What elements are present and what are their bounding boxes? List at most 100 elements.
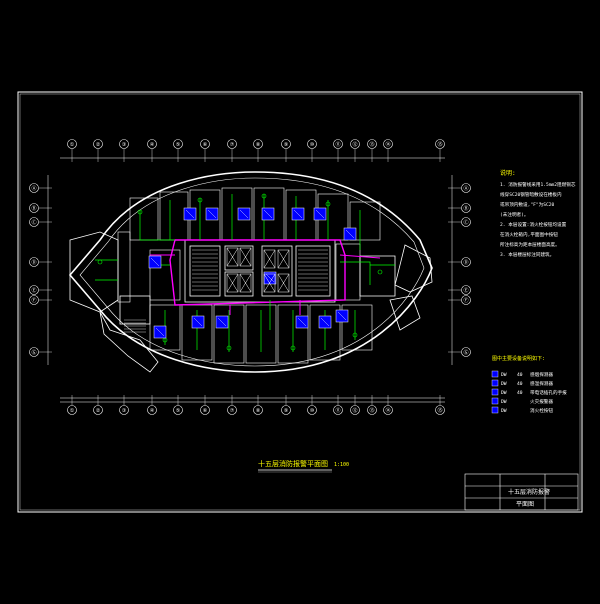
grid-axis-label: ⑮	[437, 141, 442, 148]
grid-axis-top: ⑭	[383, 139, 393, 149]
grid-axis-label: ⑤	[176, 142, 181, 148]
detector-wiring	[95, 193, 395, 352]
grid-axis-label: Ⓔ	[463, 287, 468, 294]
note-line: (未注明者)。	[500, 211, 529, 218]
grid-axis-label: ④	[150, 142, 155, 148]
notes-heading: 说明:	[500, 169, 516, 177]
grid-axis-left: Ⓓ	[29, 257, 39, 267]
grid-axis-left: Ⓐ	[29, 183, 39, 193]
grid-axis-bottom: ⑥	[200, 405, 210, 415]
legend-code: DW	[501, 381, 507, 387]
grid-axis-left: Ⓑ	[29, 203, 39, 213]
left-wing	[69, 231, 159, 373]
legend-item: DW 火灾报警器	[491, 397, 553, 405]
grid-axis-bottom: ⑨	[281, 405, 291, 415]
grid-axis-label: ②	[96, 142, 101, 148]
grid-axis-top: ⑦	[227, 139, 237, 149]
legend-desc: 感烟探测器	[530, 371, 553, 378]
grid-axis-label: ②	[96, 408, 101, 414]
grid-axis-label: Ⓖ	[31, 349, 36, 356]
grid-axis-label: ⑬	[369, 141, 374, 148]
note-line: 所注标高为距本层楼面高度。	[500, 241, 560, 248]
alarm-device-symbol	[335, 309, 349, 323]
legend-code: DW	[501, 390, 507, 396]
grid-axis-bottom: ⑬	[367, 405, 377, 415]
drawing-title: 十五层消防报警平面图	[258, 459, 328, 468]
grid-axis-label: Ⓑ	[463, 205, 468, 212]
grid-axis-top: ⑧	[253, 139, 263, 149]
grid-axis-label: Ⓒ	[463, 219, 468, 226]
alarm-device-symbol	[205, 207, 219, 221]
alarm-device-symbol	[295, 315, 309, 329]
building-outline-inner	[79, 177, 425, 367]
grid-axis-label: ⑧	[256, 408, 261, 414]
grid-axis-bottom: ⑪	[333, 405, 343, 415]
grid-axis-top: ⑤	[173, 139, 183, 149]
grid-axis-label: ⑭	[385, 407, 390, 414]
grid-axis-bottom: ⑮	[435, 405, 445, 415]
grid-axis-label: ⑪	[335, 407, 340, 414]
note-line: 2. 本层设置:消火栓按钮均设置	[500, 221, 567, 228]
grid-axis-label: Ⓔ	[31, 287, 36, 294]
legend-code: DW	[501, 399, 507, 405]
title-block	[464, 473, 579, 511]
notes-block: 说明: 1. 消防报警线采用1.5mm2阻燃铜芯 线穿SC20钢管暗敷设在楼板内…	[500, 169, 576, 258]
grid-axis-label: ⑬	[369, 407, 374, 414]
legend-code: DW	[501, 408, 507, 414]
legend-heading: 图中主要设备说明如下:	[492, 355, 545, 362]
grid-axis-bottom: ①	[67, 405, 77, 415]
grid-axis-label: Ⓕ	[31, 297, 36, 304]
grid-axis-label: ③	[122, 142, 127, 148]
grid-axis-label: ⑨	[284, 408, 289, 414]
grid-axis-bottom: ⑭	[383, 405, 393, 415]
stair-hatching	[124, 249, 328, 333]
note-line: 1. 消防报警线采用1.5mm2阻燃铜芯	[500, 181, 576, 188]
grid-axis-top: ①	[67, 139, 77, 149]
grid-axis-label: ⑩	[310, 142, 315, 148]
alarm-device-symbol	[215, 315, 229, 329]
grid-axis-right: Ⓔ	[461, 285, 471, 295]
alarm-device-symbol	[183, 207, 197, 221]
grid-axis-label: Ⓑ	[31, 205, 36, 212]
grid-axis-right: Ⓒ	[461, 217, 471, 227]
grid-axis-top: ⑩	[307, 139, 317, 149]
grid-axis-label: Ⓕ	[463, 297, 468, 304]
grid-axis-label: ①	[70, 142, 75, 148]
grid-axis-top: ⑥	[200, 139, 210, 149]
legend-qty: 40	[517, 381, 523, 387]
drawing-scale: 1:100	[334, 462, 349, 468]
legend-desc: 感温探测器	[530, 380, 553, 387]
note-line: 线穿SC20钢管暗敷设在楼板内	[500, 191, 562, 198]
grid-axis-top: ⑮	[435, 139, 445, 149]
legend-code: DW	[501, 372, 507, 378]
alarm-device-symbol	[191, 315, 205, 329]
grid-axis-right: Ⓖ	[461, 347, 471, 357]
grid-axis-bottom: ②	[93, 405, 103, 415]
grid-axis-top: ⑪	[333, 139, 343, 149]
title-block-sheet: 平面图	[516, 501, 534, 508]
grid-axis-label: ①	[70, 408, 75, 414]
grid-axis-left: Ⓔ	[29, 285, 39, 295]
grid-axis-bottom: ⑩	[307, 405, 317, 415]
grid-axis-label: ⑫	[352, 141, 357, 148]
grid-axis-label: ③	[122, 408, 127, 414]
grid-axis-top: ⑬	[367, 139, 377, 149]
grid-axis-left: Ⓕ	[29, 295, 39, 305]
grid-axis-bottom: ⑫	[350, 405, 360, 415]
legend-desc: 火灾报警器	[530, 398, 553, 405]
alarm-device-symbol	[318, 315, 332, 329]
alarm-device-symbol	[343, 227, 357, 241]
drawing-border	[17, 91, 583, 513]
building-outline	[68, 171, 433, 373]
alarm-device-symbol	[291, 207, 305, 221]
grid-axis-label: ⑧	[256, 142, 261, 148]
grid-axis-label: Ⓖ	[463, 349, 468, 356]
legend-item: DW 40 感温探测器	[491, 379, 553, 387]
grid-axis-top: ③	[119, 139, 129, 149]
